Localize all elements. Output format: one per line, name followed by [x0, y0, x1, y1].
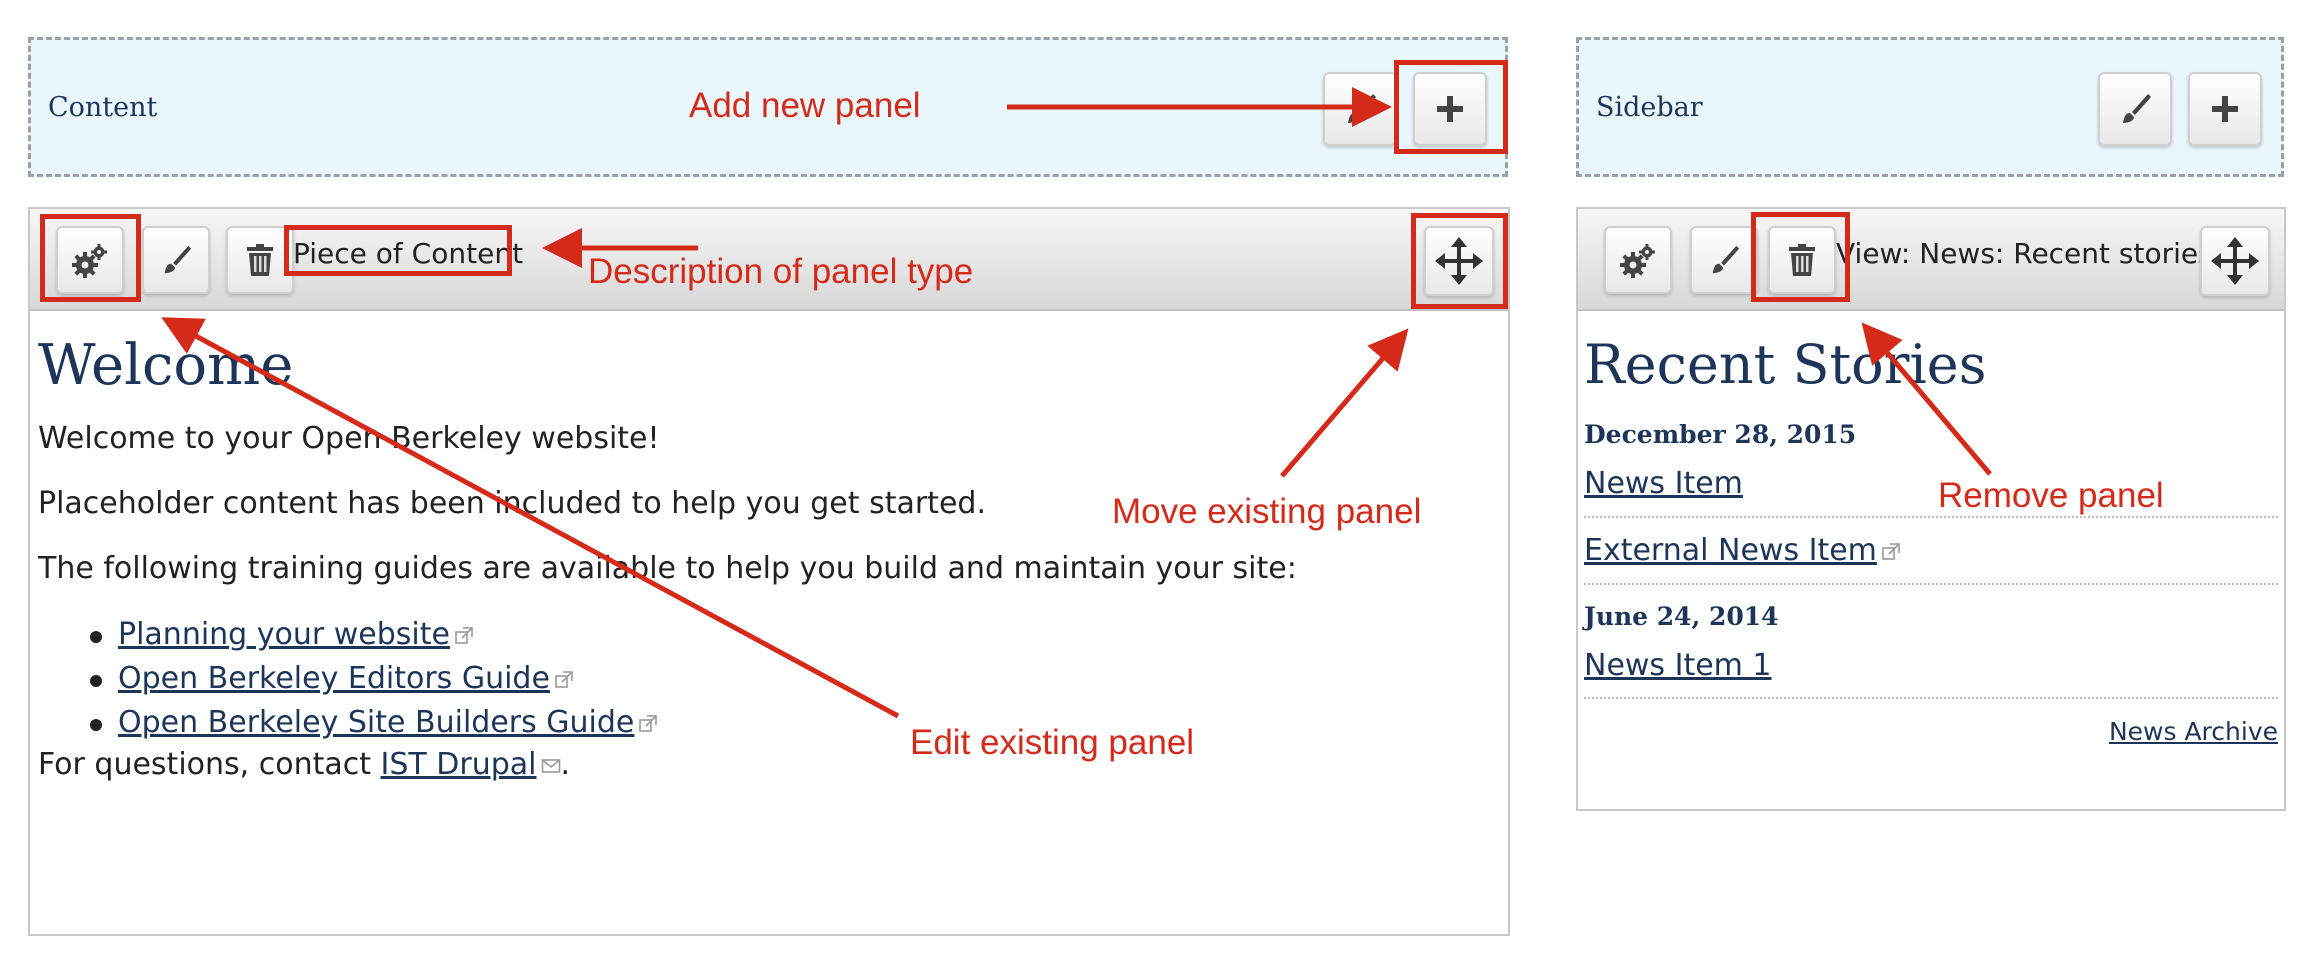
external-link-icon [639, 714, 658, 732]
sidebar-region-title: Sidebar [1596, 92, 1703, 123]
welcome-paragraph: Welcome to your Open Berkeley website! [38, 421, 660, 456]
divider [1584, 583, 2278, 585]
move-arrows-icon [2211, 237, 2259, 285]
guides-intro-paragraph: The following training guides are availa… [38, 551, 1297, 586]
news-pane-toolbar: View: News: Recent stories [1578, 209, 2284, 311]
contact-prefix: For questions, contact [38, 747, 381, 782]
plus-icon [1437, 96, 1463, 122]
list-item: Open Berkeley Editors Guide [90, 661, 658, 705]
guide-link-site-builders[interactable]: Open Berkeley Site Builders Guide [118, 705, 635, 740]
trash-icon [247, 244, 273, 276]
trash-icon [1789, 244, 1815, 276]
contact-suffix: . [560, 747, 571, 782]
gear-icon [72, 244, 107, 278]
training-guides-list: Planning your website Open Berkeley Edit… [90, 617, 658, 749]
content-region-title: Content [48, 92, 158, 123]
story-link-news-item[interactable]: News Item [1584, 466, 1743, 501]
welcome-pane-settings-button[interactable] [56, 226, 124, 294]
news-pane: View: News: Recent stories Recent Storie… [1576, 207, 2286, 811]
brush-icon [1348, 94, 1376, 123]
welcome-pane-style-button[interactable] [142, 226, 210, 294]
annotation-remove-panel: Remove panel [1938, 476, 2164, 515]
gear-icon [1620, 244, 1655, 278]
welcome-heading: Welcome [38, 333, 294, 398]
annotation-move-panel: Move existing panel [1112, 492, 1422, 531]
placeholder-paragraph: Placeholder content has been included to… [38, 486, 986, 521]
story-item-external: External News Item [1584, 533, 1901, 568]
welcome-pane: Piece of Content Welcome Welcome to your… [28, 207, 1510, 936]
news-pane-style-button[interactable] [1690, 226, 1758, 294]
welcome-pane-toolbar: Piece of Content [30, 209, 1508, 311]
news-archive-link[interactable]: News Archive [2108, 717, 2278, 746]
mail-icon [541, 758, 560, 773]
brush-icon [164, 245, 192, 274]
news-pane-settings-button[interactable] [1604, 226, 1672, 294]
list-item: Planning your website [90, 617, 658, 661]
divider [1584, 516, 2278, 518]
story-link-news-item-1[interactable]: News Item 1 [1584, 648, 1772, 683]
welcome-pane-body: Welcome Welcome to your Open Berkeley we… [30, 311, 1508, 934]
sidebar-region: Sidebar [1576, 37, 2284, 177]
welcome-pane-move-button[interactable] [1424, 226, 1494, 296]
annotation-add-panel: Add new panel [689, 86, 921, 125]
external-link-icon [1882, 542, 1900, 560]
list-item: Open Berkeley Site Builders Guide [90, 705, 658, 749]
sidebar-region-style-button[interactable] [2098, 72, 2172, 146]
story-date: June 24, 2014 [1584, 602, 1779, 631]
content-region-style-button[interactable] [1323, 72, 1397, 146]
recent-stories-heading: Recent Stories [1584, 333, 1987, 396]
plus-icon [2212, 96, 2238, 122]
news-pane-move-button[interactable] [2200, 226, 2270, 296]
external-link-icon [455, 626, 473, 644]
welcome-pane-delete-button[interactable] [226, 226, 294, 294]
annotation-edit-panel: Edit existing panel [910, 723, 1195, 762]
contact-paragraph: For questions, contact IST Drupal. [38, 747, 570, 782]
move-arrows-icon [1435, 237, 1483, 285]
external-link-icon [555, 670, 573, 688]
contact-link[interactable]: IST Drupal [380, 747, 537, 782]
story-date: December 28, 2015 [1584, 420, 1857, 449]
news-pane-delete-button[interactable] [1768, 226, 1836, 294]
news-pane-type-label: View: News: Recent stories [1836, 237, 2213, 270]
sidebar-region-add-panel-button[interactable] [2188, 72, 2262, 146]
brush-icon [1712, 245, 1740, 274]
divider [1584, 697, 2278, 699]
news-pane-body: Recent Stories December 28, 2015 News It… [1578, 311, 2284, 809]
guide-link-editors[interactable]: Open Berkeley Editors Guide [118, 661, 550, 696]
annotation-description: Description of panel type [588, 252, 974, 291]
brush-icon [2123, 94, 2151, 123]
guide-link-planning[interactable]: Planning your website [118, 617, 450, 652]
story-link-external-news-item[interactable]: External News Item [1584, 533, 1877, 568]
welcome-pane-type-label: Piece of Content [293, 237, 524, 270]
content-region-add-panel-button[interactable] [1413, 72, 1487, 146]
